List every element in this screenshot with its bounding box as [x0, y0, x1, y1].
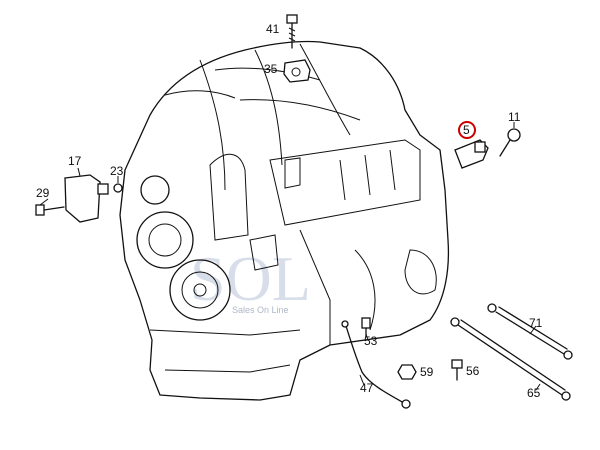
- highlight-circle: [458, 121, 476, 139]
- label-56: 56: [466, 364, 480, 378]
- label-17: 17: [68, 154, 82, 168]
- part-41-bolt: [286, 14, 298, 49]
- label-5: 5: [463, 123, 470, 137]
- part-23-o-ring: [113, 183, 123, 193]
- part-5-sensor: [454, 139, 489, 169]
- label-35: 35: [264, 62, 278, 76]
- watermark-text: Sales On Line: [232, 305, 289, 315]
- callout-labels: 41 35 5 11 17 23 29 71 53 59 56 47 65: [36, 22, 543, 400]
- label-65: 65: [527, 386, 541, 400]
- label-29: 29: [36, 186, 50, 200]
- part-71-cable: [487, 303, 573, 360]
- part-47-ground-strap: [341, 320, 411, 409]
- part-35-sensor: [283, 59, 311, 83]
- label-59: 59: [420, 365, 434, 379]
- part-17-sensor: [64, 174, 109, 223]
- watermark: SOL Sales On Line: [190, 243, 311, 315]
- label-71: 71: [529, 316, 543, 330]
- label-53: 53: [364, 334, 378, 348]
- leader-lines: [39, 122, 541, 391]
- label-11: 11: [508, 110, 521, 124]
- label-23: 23: [110, 164, 124, 178]
- part-56-bolt: [451, 359, 463, 381]
- part-59-nut: [397, 364, 417, 380]
- part-29-bolt: [35, 204, 65, 216]
- part-65-cable: [450, 317, 571, 401]
- part-11-bolt: [499, 128, 521, 157]
- engine-block: [119, 40, 450, 401]
- label-47: 47: [360, 381, 374, 395]
- label-41: 41: [266, 22, 280, 36]
- watermark-logo: SOL: [190, 243, 311, 314]
